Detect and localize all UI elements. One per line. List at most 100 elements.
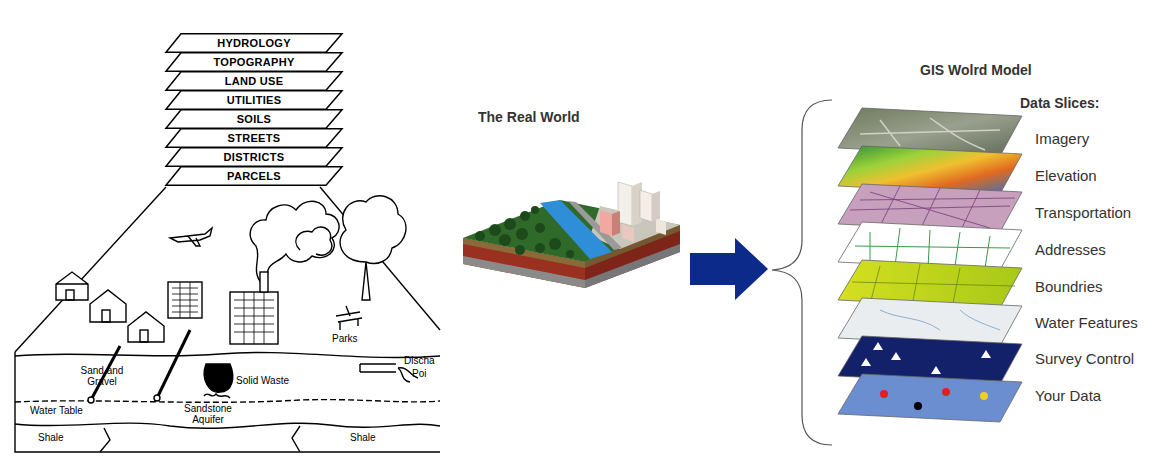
your-data-slice: [838, 374, 1022, 422]
crack-line: [292, 426, 300, 452]
trees: [475, 206, 574, 258]
well-end: [154, 395, 160, 401]
data-slices: [838, 108, 1022, 422]
drawing-part: [535, 243, 545, 253]
house: [56, 272, 88, 300]
water-table-line: [15, 400, 440, 403]
house-door: [140, 330, 148, 342]
shale-boundary: [15, 423, 440, 428]
frame-line: [15, 187, 166, 352]
data-point: [914, 402, 922, 410]
slice-label: Water Features: [1035, 315, 1165, 332]
drawing-part: [515, 245, 525, 255]
well-end: [88, 397, 94, 403]
layer-name: DISTRICTS: [224, 152, 285, 163]
layer-shape: [166, 34, 342, 52]
airplane: [170, 228, 212, 246]
drawing-label: Solid Waste: [236, 375, 306, 386]
building: [612, 211, 620, 236]
factory: [230, 292, 278, 344]
bush: [296, 227, 332, 255]
layer-name: LAND USE: [225, 76, 284, 87]
layer-label: Water Table: [30, 405, 100, 416]
survey-points: [861, 342, 991, 374]
drawing-part: [891, 352, 901, 360]
drawing-part: [566, 250, 574, 258]
layer-label: Shale: [350, 432, 390, 443]
slice-label: Addresses: [1035, 242, 1165, 259]
layer-shape: [166, 72, 342, 90]
rock-layer: [463, 256, 585, 288]
map-layer: TOPOGRAPHY: [165, 52, 343, 72]
crack-line: [100, 428, 110, 452]
list-heading: Data Slices:: [1020, 96, 1140, 111]
drawing-part: [549, 238, 561, 250]
layer-shape: [166, 129, 342, 147]
building: [600, 210, 612, 236]
building: [656, 219, 666, 235]
leachate: [204, 394, 230, 398]
drawing-label: Parks: [332, 333, 372, 344]
drawing-part: [475, 231, 485, 241]
building-windows: [172, 282, 198, 318]
transform-arrow: [690, 238, 768, 300]
layer-shape: [166, 53, 342, 71]
layer-label: Sandstone Aquifer: [176, 403, 240, 425]
drawing-label: Poi: [412, 368, 440, 379]
data-point: [942, 388, 950, 396]
drawing-part: [499, 234, 511, 246]
waste-pit: [204, 364, 233, 392]
slice-label: Elevation: [1035, 168, 1165, 185]
map-layer: SOILS: [165, 109, 343, 129]
layer-name: SOILS: [237, 114, 272, 125]
layer-name: STREETS: [228, 133, 281, 144]
tower: [618, 182, 632, 226]
data-point: [880, 390, 888, 398]
house: [128, 312, 164, 342]
discharge-pipe: [360, 364, 396, 372]
layer-shape: [166, 148, 342, 166]
drawing-part: [531, 206, 539, 214]
tower: [652, 191, 660, 222]
chimney: [260, 272, 268, 292]
park-bench: [336, 306, 362, 330]
well-pipe: [158, 330, 190, 396]
frame-line: [320, 187, 440, 330]
slice-label: Your Data: [1035, 388, 1165, 405]
slice-label: Survey Control: [1035, 351, 1165, 368]
real-world-block: [463, 182, 680, 288]
drawing-label: Discha: [404, 355, 444, 366]
curly-brace: [772, 100, 832, 445]
drawing-part: [516, 228, 528, 240]
map-layer: PARCELS: [165, 166, 343, 186]
landscape-drawing: [15, 187, 440, 452]
water-lines: [880, 310, 1000, 330]
map-layer: DISTRICTS: [165, 147, 343, 167]
layer-shape: [166, 167, 342, 185]
data-point: [980, 392, 988, 400]
tree-crown: [340, 196, 406, 264]
road: [568, 201, 622, 250]
section-border: [15, 352, 440, 452]
section-heading: The Real World: [478, 110, 618, 125]
drawing-part: [873, 342, 883, 350]
layer-name: HYDROLOGY: [217, 38, 291, 49]
house: [90, 290, 126, 322]
slice-label: Transportation: [1035, 205, 1165, 222]
tree-trunk: [362, 262, 370, 300]
section-heading: GIS Wolrd Model: [920, 63, 1080, 78]
layer-name: TOPOGRAPHY: [213, 57, 294, 68]
layer-shape: [166, 91, 342, 109]
layer-name: PARCELS: [227, 171, 281, 182]
drawing-part: [535, 223, 545, 233]
slice-label: Imagery: [1035, 131, 1165, 148]
drawing-part: [489, 224, 501, 236]
imagery-features: [860, 118, 1000, 150]
map-layer: STREETS: [165, 128, 343, 148]
factory-windows: [234, 292, 274, 344]
map-layer: HYDROLOGY: [165, 33, 343, 53]
house-door: [66, 290, 74, 300]
layer-name: UTILITIES: [227, 95, 282, 106]
layer-shape: [166, 110, 342, 128]
